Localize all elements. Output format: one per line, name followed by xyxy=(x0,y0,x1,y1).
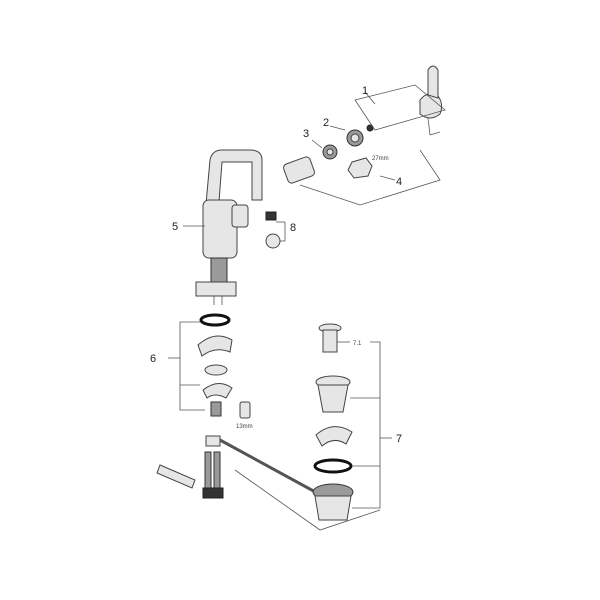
faucet-body xyxy=(195,149,263,305)
label-2: 2 xyxy=(323,117,329,129)
fixing-set-part-6: 13mm 6 xyxy=(150,313,253,430)
label-8: 8 xyxy=(290,222,296,234)
sleeve-dimension: 13mm xyxy=(236,424,253,430)
label-4: 4 xyxy=(396,176,402,188)
label-5: 5 xyxy=(172,221,178,233)
label-3: 3 xyxy=(303,128,309,140)
aerator-part-8: 8 xyxy=(265,211,296,249)
label-7: 7 xyxy=(396,433,402,445)
label-1: 1 xyxy=(362,85,368,97)
nut-dimension: 27mm xyxy=(372,156,389,162)
label-6: 6 xyxy=(150,353,156,365)
label-7-1: 7.1 xyxy=(353,341,362,347)
supply-hoses xyxy=(156,435,381,531)
cartridge-assembly: 27mm 1 2 3 4 xyxy=(283,65,446,206)
waste-set-part-7: 7.1 7 xyxy=(312,323,402,521)
